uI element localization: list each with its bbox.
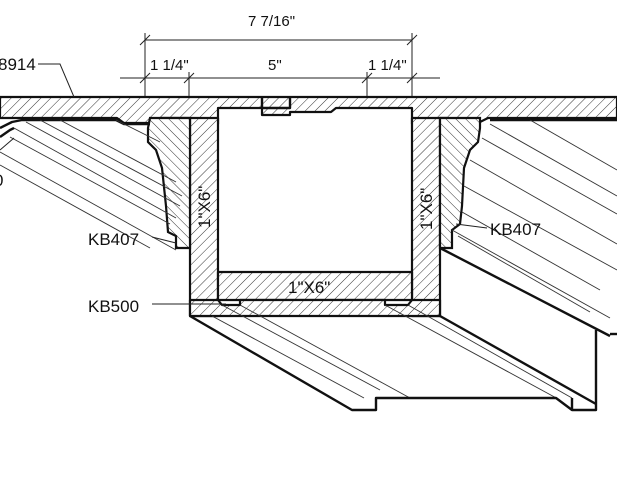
label-right-molding: KB407 <box>490 220 541 239</box>
label-right-side-board: 1"X6" <box>417 188 436 230</box>
left-perspective-extrusion <box>0 118 183 251</box>
label-left-molding: KB407 <box>88 230 139 249</box>
dimension-center: 5" <box>268 57 282 74</box>
right-perspective-extrusion <box>439 118 617 412</box>
left-side-board <box>188 116 220 318</box>
label-top-left-part: 8914 <box>0 55 36 74</box>
dimension-left-flange: 1 1/4" <box>150 57 189 74</box>
dimension-lines <box>120 33 440 100</box>
leader-lines <box>0 63 488 305</box>
label-left-side-board: 1"X6" <box>195 186 214 228</box>
label-bottom-molding: KB500 <box>88 297 139 316</box>
dimension-overall: 7 7/16" <box>248 13 295 30</box>
label-bottom-board: 1"X6" <box>288 278 330 297</box>
dimension-right-flange: 1 1/4" <box>368 57 407 74</box>
bottom-board <box>216 270 414 302</box>
right-crown-molding-section <box>438 116 482 250</box>
left-crown-molding-section <box>146 116 192 250</box>
label-left-edge-fragment: 0 <box>0 171 3 190</box>
bottom-perspective-extrusion <box>189 304 573 412</box>
